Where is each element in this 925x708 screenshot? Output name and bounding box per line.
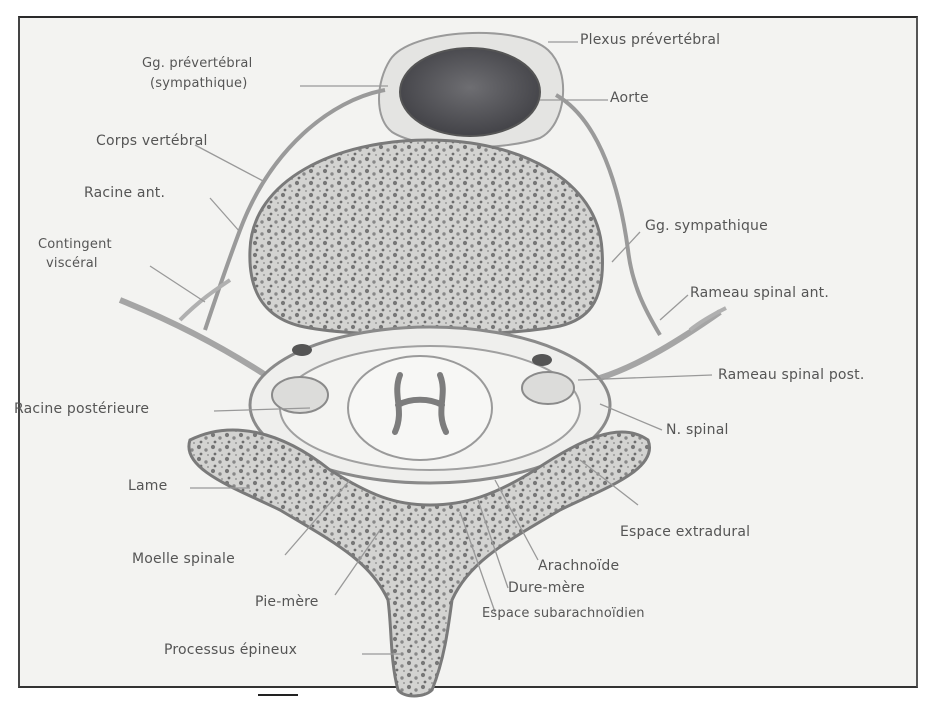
aorta xyxy=(400,48,540,136)
label-pie-mere: Pie-mère xyxy=(255,594,319,610)
corps-vertebral-shape xyxy=(250,140,603,335)
ganglion-dark-right xyxy=(532,354,552,366)
ganglion-left xyxy=(272,377,328,413)
nerve-right-branch xyxy=(690,308,726,330)
label-gg-prevertebral: Gg. prévertébral xyxy=(142,56,252,72)
label-gg-sympathique: Gg. sympathique xyxy=(645,218,768,234)
label-espace-subarachnoidien: Espace subarachnoïdien xyxy=(482,606,645,622)
label-dure-mere: Dure-mère xyxy=(508,580,585,596)
moelle-spinale-shape xyxy=(348,356,492,460)
label-rameau-spinal-ant: Rameau spinal ant. xyxy=(690,285,829,301)
label-arachnoide: Arachnoïde xyxy=(538,558,619,574)
ganglion-dark-left xyxy=(292,344,312,356)
label-contingent-visceral: viscéral xyxy=(46,256,98,272)
label-corps-vertebral: Corps vertébral xyxy=(96,133,208,149)
label-moelle-spinale: Moelle spinale xyxy=(132,551,235,567)
label-n-spinal: N. spinal xyxy=(666,422,729,438)
label-processus-epineux: Processus épineux xyxy=(164,642,297,658)
label-lame: Lame xyxy=(128,478,167,494)
label-rameau-spinal-post: Rameau spinal post. xyxy=(718,367,865,383)
label-aorte: Aorte xyxy=(610,90,649,106)
nerve-left-branch xyxy=(180,280,230,320)
label-gg-prevertebral-sympathique: (sympathique) xyxy=(150,76,248,92)
label-contingent: Contingent xyxy=(38,237,112,253)
scan-edge-mark xyxy=(258,694,298,706)
label-plexus-prevertebral: Plexus prévertébral xyxy=(580,32,720,48)
label-espace-extradural: Espace extradural xyxy=(620,524,750,540)
ganglion-right xyxy=(522,372,574,404)
label-racine-posterieure: Racine postérieure xyxy=(14,401,149,417)
label-racine-ant: Racine ant. xyxy=(84,185,165,201)
